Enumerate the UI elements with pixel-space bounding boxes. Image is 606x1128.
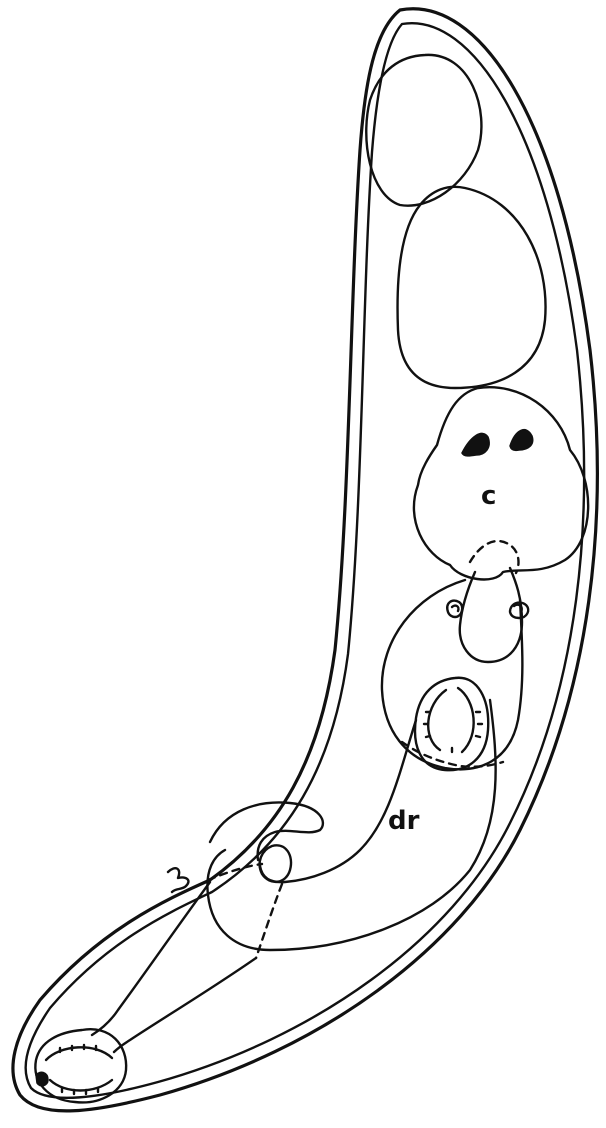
- outer-body-wall: [13, 9, 597, 1111]
- eyespot-right: [510, 430, 533, 451]
- digestive-region: [207, 700, 495, 950]
- cephalic-region: [414, 387, 588, 579]
- dorsal-notch: [168, 868, 188, 892]
- posterior-duct-upper: [92, 882, 210, 1035]
- posterior-sucker-tip: [36, 1072, 48, 1086]
- apical-sac: [366, 55, 481, 206]
- anterior-chamber: [382, 580, 522, 769]
- label-c: c: [481, 483, 496, 509]
- posterior-sucker-inner: [46, 1047, 112, 1090]
- hook-structure: [210, 802, 323, 860]
- posterior-sucker-ticks: [60, 1045, 98, 1094]
- dashed-connector-upper: [208, 864, 262, 880]
- ventral-pore: [260, 845, 291, 882]
- dashed-connector-lower: [256, 884, 282, 958]
- small-organ-left: [447, 601, 462, 617]
- label-dr: dr: [388, 808, 419, 834]
- eyespot-left: [462, 433, 489, 455]
- large-sac: [398, 187, 546, 388]
- anterior-sucker-inner: [428, 688, 473, 752]
- posterior-duct-lower: [114, 958, 256, 1052]
